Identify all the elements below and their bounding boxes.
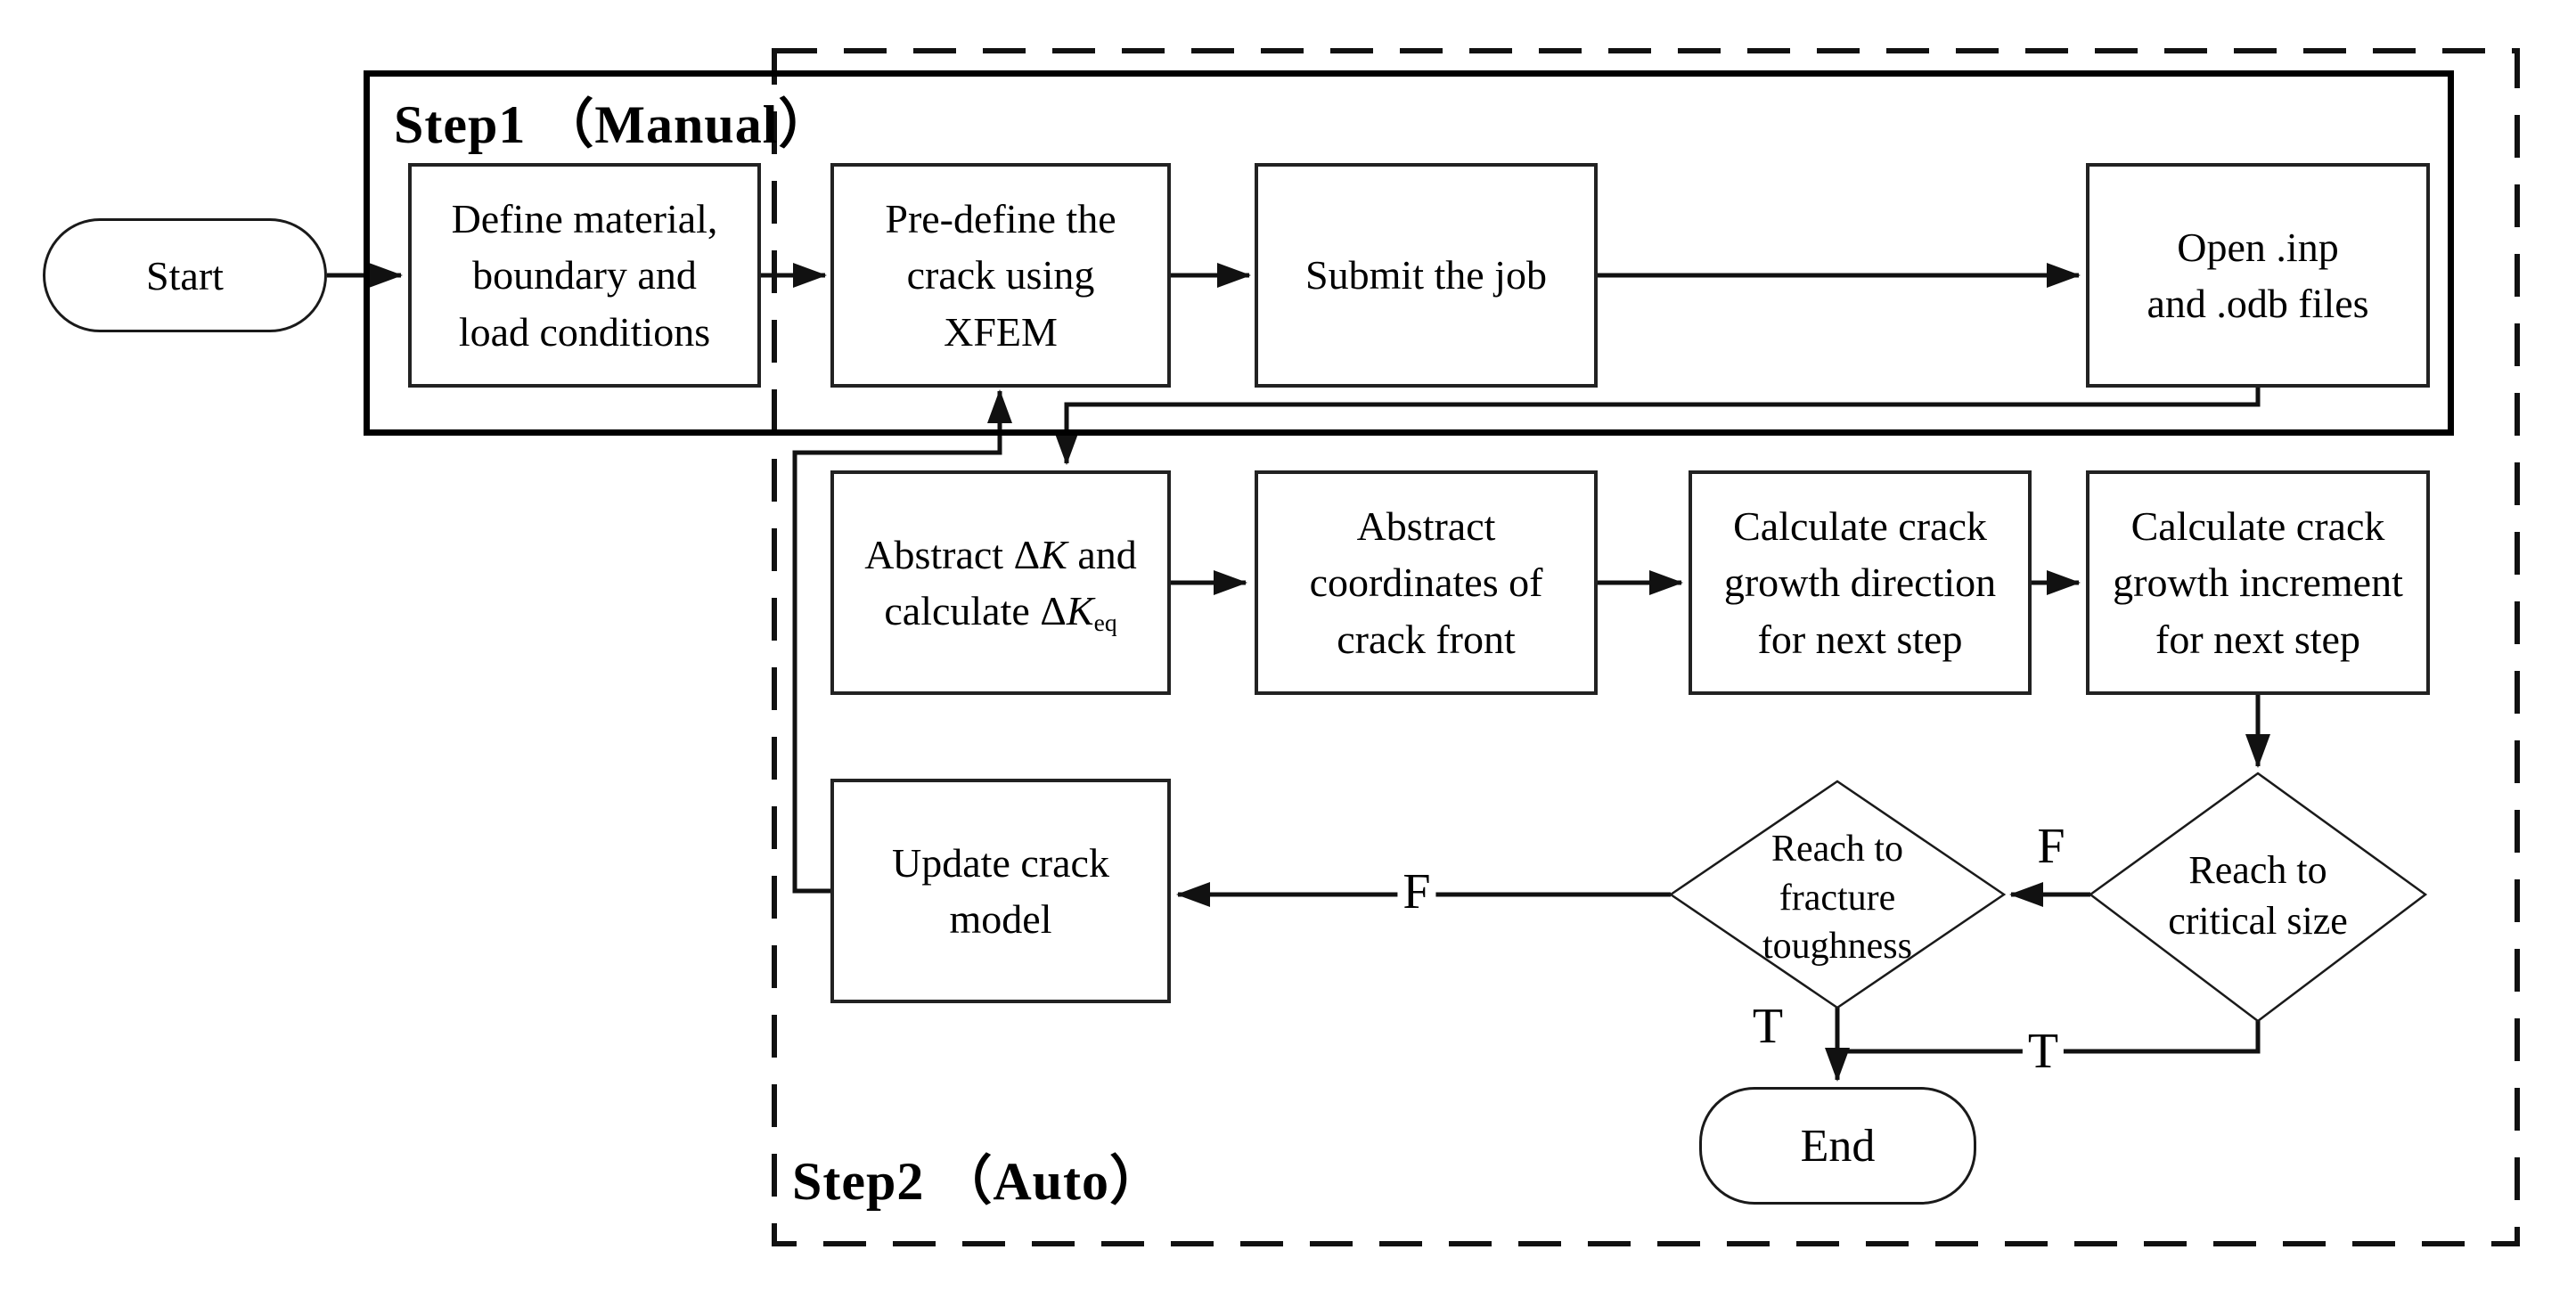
- node-start-label: Start: [146, 252, 224, 298]
- node-direction-line3: for next step: [1757, 616, 1963, 662]
- decision-reach-toughness-label: Reach to fracture toughness: [1704, 827, 1971, 969]
- node-open-line2: and .odb files: [2147, 281, 2369, 326]
- node-abstract-dk: Abstract ΔK and calculate ΔKeq: [830, 470, 1171, 695]
- edge-label-t-junction: T: [2022, 1026, 2065, 1076]
- edge-label-f-to-update: F: [1397, 867, 1436, 917]
- node-predefine-line3: XFEM: [944, 308, 1058, 355]
- node-end: End: [1699, 1087, 1976, 1205]
- node-abstract-dk-line2: calculate ΔKeq: [884, 583, 1116, 639]
- region-step1: [364, 70, 2454, 436]
- node-calc-increment: Calculate crack growth increment for nex…: [2086, 470, 2430, 695]
- critical-line2: critical size: [2168, 899, 2348, 943]
- region-step2-border: [772, 48, 2520, 1246]
- node-abstract-coordinates: Abstract coordinates of crack front: [1255, 470, 1598, 695]
- node-submit-line1: Submit the job: [1305, 252, 1547, 298]
- node-update-line2: model: [949, 896, 1052, 942]
- node-increment-line3: for next step: [2155, 616, 2360, 662]
- node-predefine-crack: Pre-define the crack using XFEM: [830, 163, 1171, 388]
- node-predefine-line2: crack using: [906, 252, 1095, 298]
- toughness-line1: Reach to: [1770, 829, 1904, 870]
- node-open-files: Open .inp and .odb files: [2086, 163, 2430, 388]
- node-define-line2: boundary and: [472, 252, 697, 298]
- node-end-label: End: [1800, 1120, 1876, 1172]
- node-coords-line3: crack front: [1337, 616, 1516, 662]
- node-submit-job: Submit the job: [1255, 163, 1598, 388]
- node-increment-line1: Calculate crack: [2130, 502, 2385, 549]
- region-step2-title: Step2 （Auto）: [792, 1152, 1165, 1211]
- abstract-dk-l2a: calculate Δ: [884, 588, 1067, 633]
- toughness-line3: toughness: [1762, 926, 1912, 968]
- node-coords-line2: coordinates of: [1309, 560, 1543, 606]
- node-direction-line2: growth direction: [1723, 560, 1997, 606]
- region-step1-title: Step1 （Manual）: [394, 95, 833, 154]
- toughness-line2: fracture: [1779, 877, 1896, 919]
- node-define-line3: load conditions: [458, 308, 711, 355]
- abstract-dk-subscript: eq: [1093, 608, 1117, 636]
- node-predefine-line1: Pre-define the: [885, 195, 1116, 241]
- node-open-line1: Open .inp: [2177, 224, 2339, 270]
- node-coords-line1: Abstract: [1356, 502, 1496, 549]
- edge-label-f-between-diamonds: F: [2037, 819, 2065, 874]
- decision-reach-critical-shape: [2088, 772, 2428, 1023]
- node-increment-line2: growth increment: [2113, 560, 2403, 606]
- abstract-dk-l1c: and: [1067, 531, 1137, 577]
- node-update-line1: Update crack: [892, 839, 1109, 886]
- node-define-conditions: Define material, boundary and load condi…: [408, 163, 761, 388]
- critical-line1: Reach to: [2188, 847, 2327, 892]
- abstract-dk-l2b: K: [1066, 588, 1094, 633]
- node-direction-line1: Calculate crack: [1733, 502, 1987, 549]
- edge-critical-true-junction: [1837, 1021, 2261, 1054]
- abstract-dk-l1a: Abstract Δ: [864, 531, 1041, 577]
- decision-reach-critical-label: Reach to critical size: [2115, 841, 2400, 950]
- abstract-dk-l1b: K: [1040, 531, 1067, 577]
- node-update-model: Update crack model: [830, 779, 1171, 1003]
- node-start: Start: [43, 218, 327, 332]
- edge-label-t-to-end: T: [1752, 999, 1784, 1054]
- node-define-line1: Define material,: [451, 195, 718, 241]
- decision-reach-toughness-shape: [1668, 780, 2007, 1009]
- node-calc-direction: Calculate crack growth direction for nex…: [1689, 470, 2032, 695]
- node-abstract-dk-line1: Abstract ΔK and: [864, 527, 1137, 583]
